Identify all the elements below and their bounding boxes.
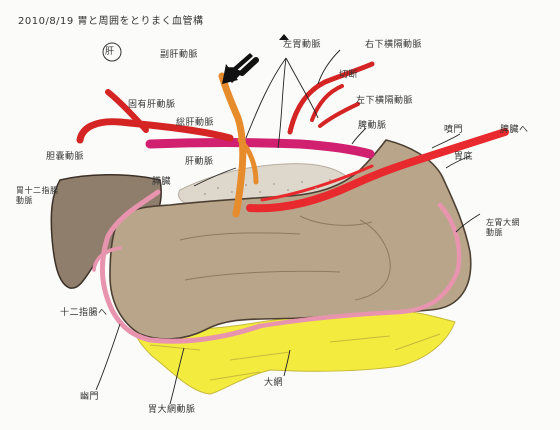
label-pylorus: 幽門: [80, 392, 99, 402]
label-cardia: 噴門: [444, 125, 463, 135]
label-cystic-artery: 胆嚢動脈: [46, 152, 84, 162]
label-left-gastroepiploic-artery: 左胃大網 動脈: [486, 218, 520, 238]
label-greater-omentum: 大網: [264, 378, 283, 388]
label-right-gastroepiploic-artery: 胃大網動脈: [148, 405, 196, 415]
label-common-hepatic-artery: 総肝動脈: [176, 118, 214, 128]
label-cut-artery: 切断: [339, 70, 358, 80]
label-gastric-fundus: 胃底: [454, 152, 473, 162]
splenic-artery: [150, 143, 370, 155]
label-right-inferior-phrenic-artery: 右下横隔動脈: [365, 40, 422, 50]
label-duodenum-direction: 十二指腸へ: [60, 308, 108, 318]
header-title: 胃と周囲をとりまく血管構: [77, 16, 203, 27]
label-duodenal-artery: 胃十二指腸 動脈: [16, 186, 59, 206]
right-inferior-phrenic-artery: [312, 86, 358, 126]
label-proper-hepatic-artery: 固有肝動脈: [128, 100, 176, 110]
label-liver: 肝: [105, 47, 115, 57]
label-hepatic-artery-2: 肝動脈: [185, 157, 214, 167]
label-accessory-hepatic-artery: 副肝動脈: [160, 50, 198, 60]
label-left-gastric-artery: 左胃動脈: [283, 40, 321, 50]
header-date: 2010/8/19: [18, 16, 74, 27]
label-left-inferior-phrenic-artery: 左下横隔動脈: [356, 96, 413, 106]
label-pancreas: 膵臓: [152, 177, 171, 187]
label-splenic-artery: 脾動脈: [358, 121, 387, 131]
label-spleen-direction: 脾臓へ: [500, 125, 529, 135]
header-title-line: 2010/8/19 胃と周囲をとりまく血管構: [18, 12, 203, 27]
